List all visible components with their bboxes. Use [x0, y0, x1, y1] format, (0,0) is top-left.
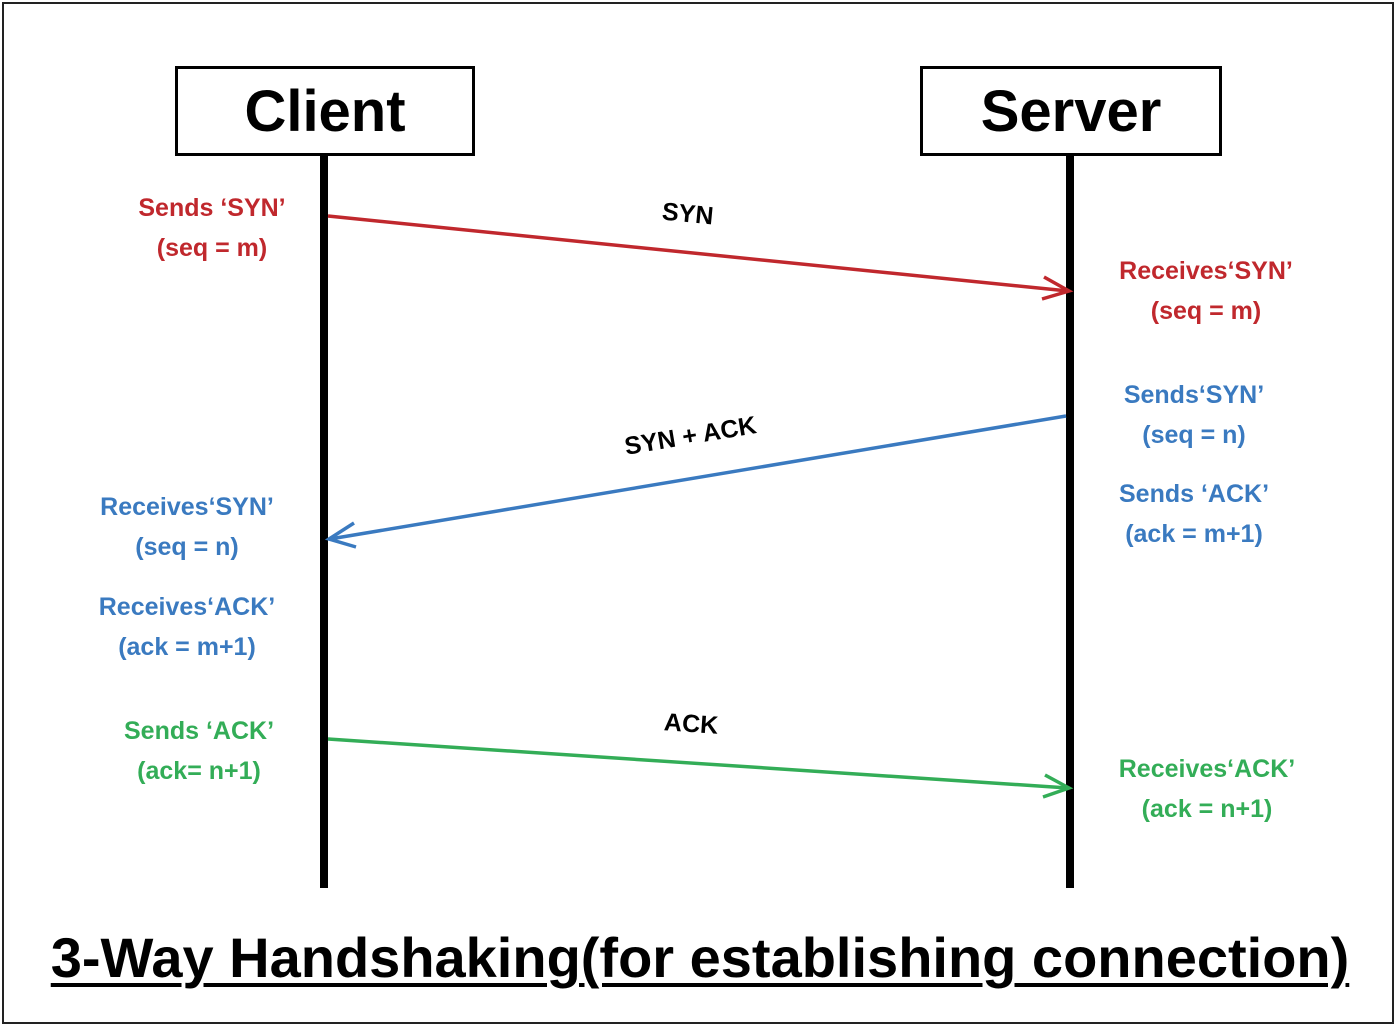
server-lifeline: [1066, 156, 1074, 888]
client-label: Client: [244, 78, 406, 144]
server-receives-ack-note: Receives‘ACK’ (ack = n+1): [1118, 755, 1296, 823]
syn-message-label: SYN: [660, 197, 715, 231]
diagram-title: 3-Way Handshaking(for establishing conne…: [50, 926, 1350, 989]
client-sends-syn-note: Sends ‘SYN’ (seq = m): [138, 194, 286, 262]
ack-arrow: [327, 737, 1074, 799]
syn-arrow: [327, 214, 1074, 301]
client-lifeline: [320, 156, 328, 888]
client-receives-ack-note: Receives‘ACK’ (ack = m+1): [98, 593, 276, 661]
server-sends-ack-note: Sends ‘ACK’ (ack = m+1): [1118, 480, 1270, 548]
ack-message-label: ACK: [663, 708, 720, 740]
client-receives-syn-note: Receives‘SYN’ (seq = n): [100, 493, 274, 561]
client-box: Client: [175, 66, 475, 156]
server-box: Server: [920, 66, 1222, 156]
server-sends-syn-note: Sends‘SYN’ (seq = n): [1123, 381, 1265, 449]
server-receives-syn-note: Receives‘SYN’ (seq = m): [1119, 257, 1293, 325]
client-sends-ack-note: Sends ‘ACK’ (ack= n+1): [123, 717, 275, 785]
server-label: Server: [980, 78, 1162, 144]
synack-arrow: [324, 414, 1067, 549]
